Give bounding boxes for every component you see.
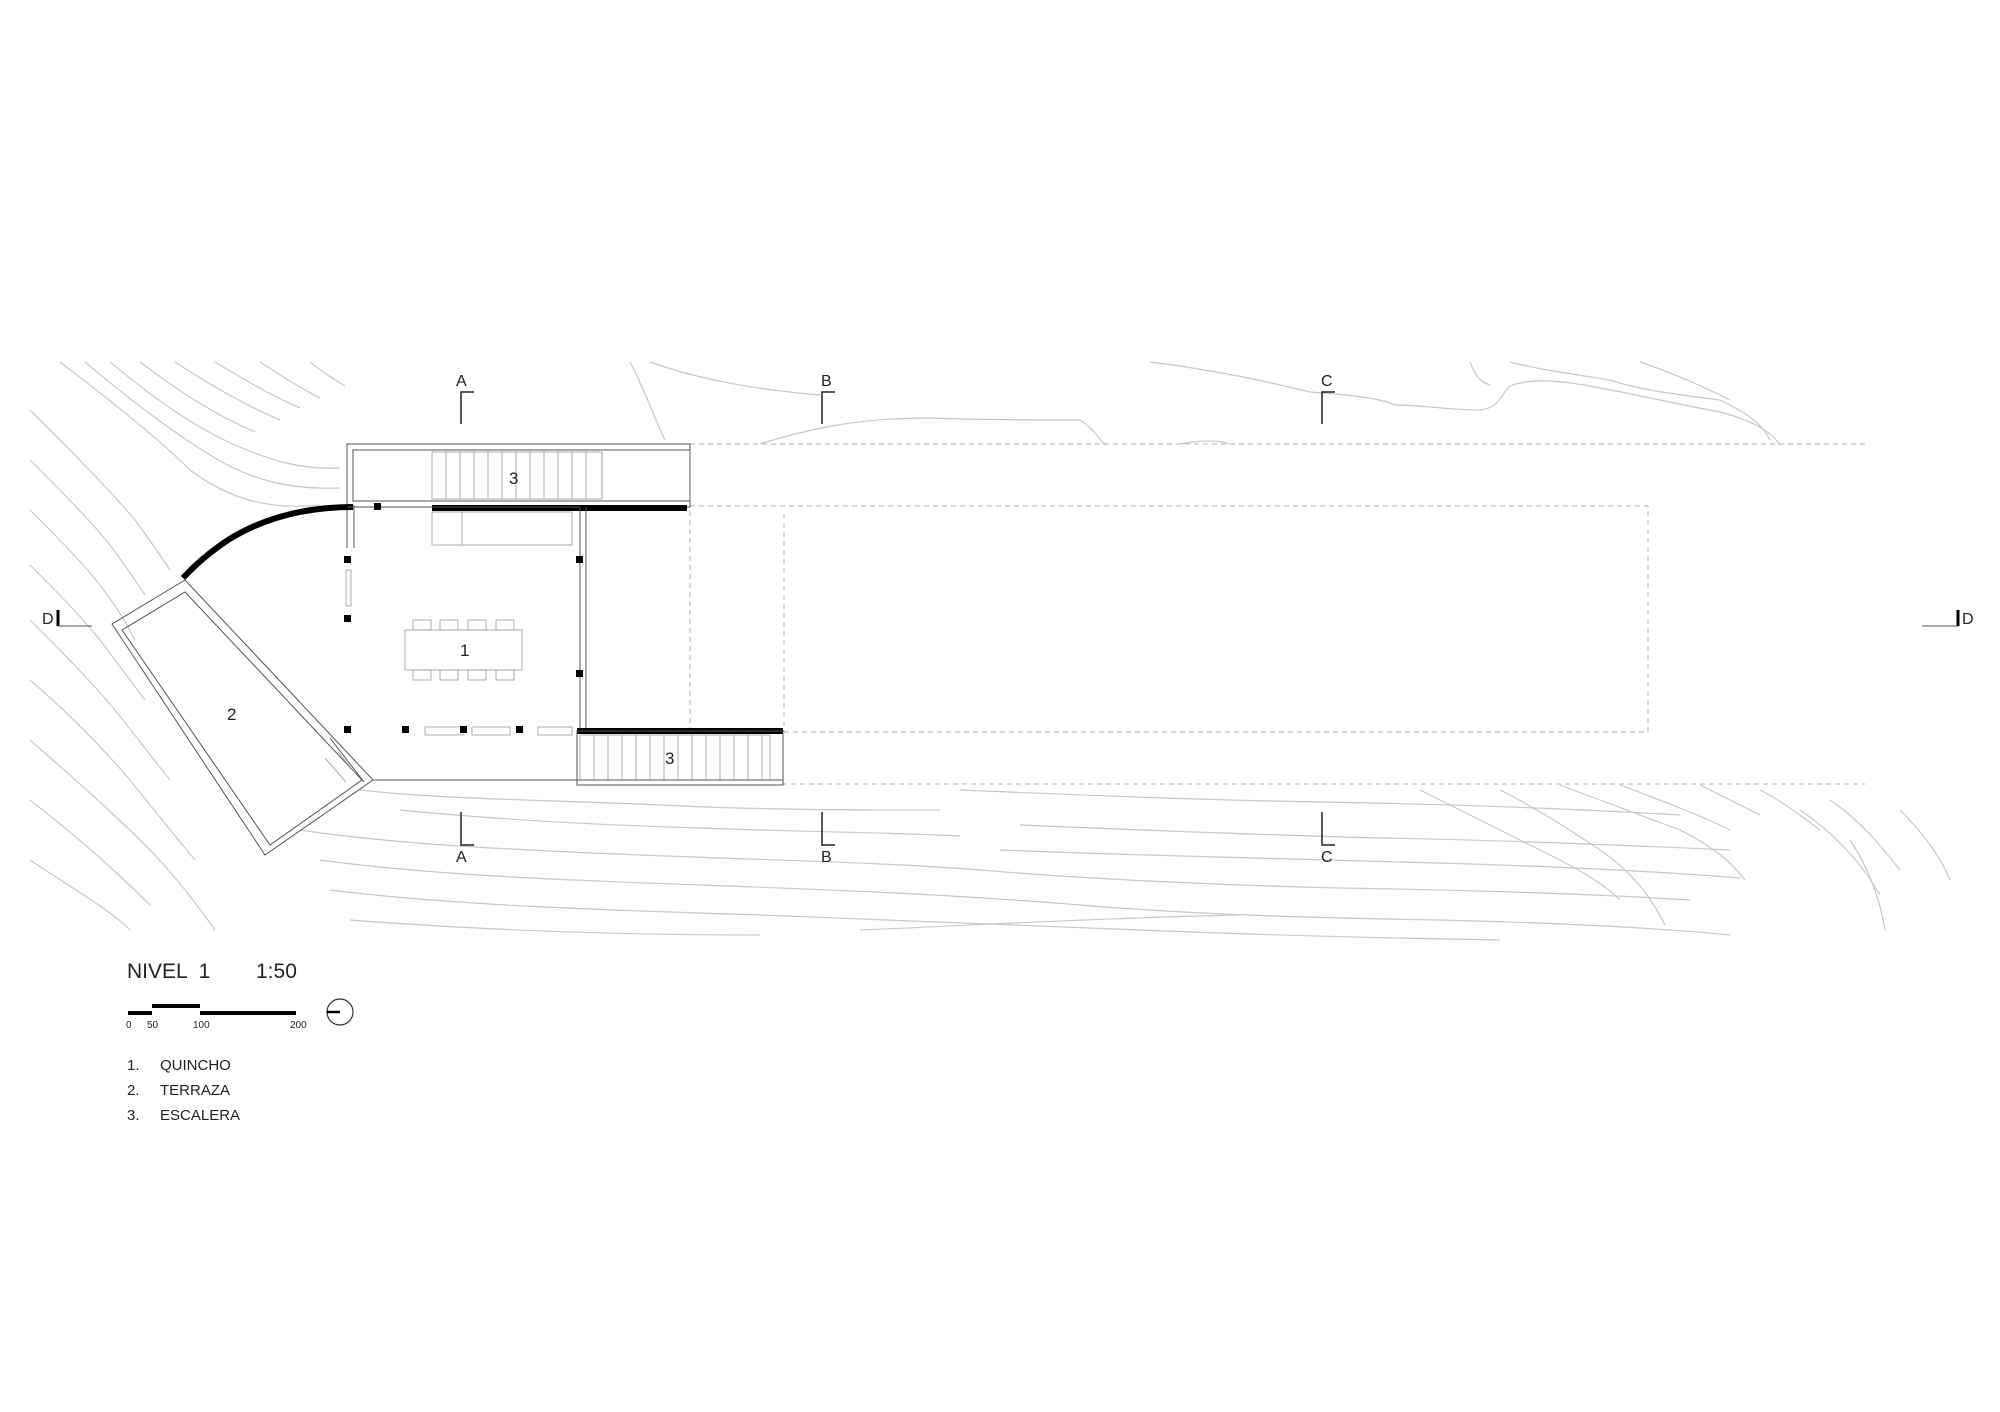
terrace: [111, 579, 783, 856]
scale-tick-50: 50: [147, 1020, 159, 1031]
topographic-contours: [29, 361, 1951, 941]
legend-num-3: 3.: [127, 1107, 140, 1124]
north-arrow-icon: [326, 998, 354, 1026]
dining-table: [404, 619, 523, 681]
section-label-d-right: D: [1962, 611, 1974, 628]
drawing-title: NIVEL 1: [127, 960, 210, 983]
scale-tick-100: 100: [193, 1020, 210, 1031]
lower-staircase: [579, 734, 771, 781]
room-number-escalera-bottom: 3: [665, 749, 674, 768]
section-label-a-top: A: [456, 373, 467, 390]
upper-staircase: [431, 451, 603, 500]
drawing-scale: 1:50: [256, 960, 297, 983]
room-number-quincho: 1: [460, 641, 469, 660]
section-label-b-top: B: [821, 373, 832, 390]
section-label-b-bottom: B: [821, 849, 832, 866]
room-number-terraza: 2: [227, 705, 236, 724]
section-label-c-bottom: C: [1321, 849, 1333, 866]
legend-label-3: ESCALERA: [160, 1107, 240, 1124]
section-label-c-top: C: [1321, 373, 1333, 390]
room-number-escalera-top: 3: [509, 469, 518, 488]
section-label-a-bottom: A: [456, 849, 467, 866]
scale-tick-200: 200: [290, 1020, 307, 1031]
dashed-extension: [689, 443, 1865, 785]
section-markers: [56, 391, 1960, 846]
scale-bar: [128, 1004, 296, 1015]
building: [111, 443, 784, 856]
legend-num-1: 1.: [127, 1057, 140, 1074]
legend-label-1: QUINCHO: [160, 1057, 231, 1074]
legend-num-2: 2.: [127, 1082, 140, 1099]
scale-tick-0: 0: [126, 1020, 132, 1031]
legend-label-2: TERRAZA: [160, 1082, 230, 1099]
section-label-d-left: D: [42, 611, 54, 628]
